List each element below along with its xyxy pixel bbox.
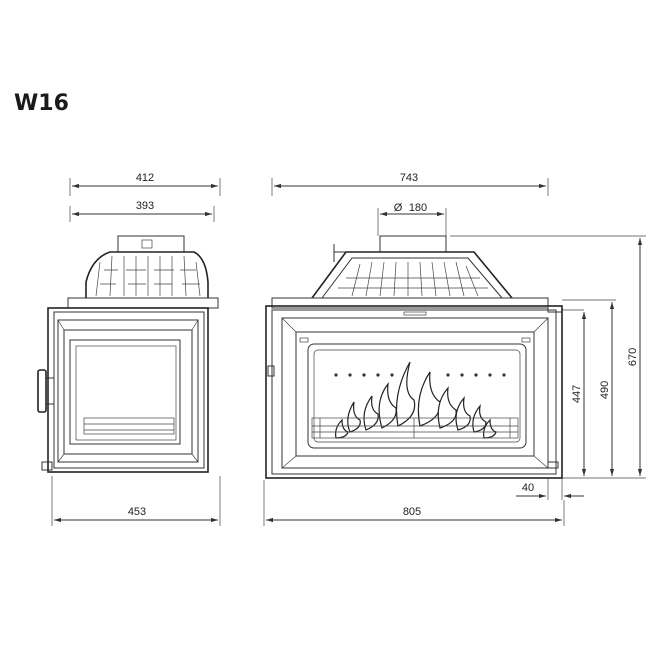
front-dome (311, 251, 513, 299)
side-dome (85, 251, 209, 298)
dim-743-label: 743 (400, 172, 418, 184)
dim-490: 490 (599, 302, 615, 476)
side-top-plate (67, 297, 219, 309)
front-flue-collar (379, 235, 447, 253)
dim-412: 412 (69, 172, 221, 196)
dim-490-label: 490 (599, 381, 611, 399)
front-handle (267, 365, 275, 377)
dim-40: 40 (516, 478, 584, 500)
side-body (47, 307, 209, 473)
dim-670: 670 (627, 238, 643, 476)
front-view: 743 Ø 180 (263, 172, 646, 526)
dim-180-label: 180 (409, 202, 427, 214)
dim-743: 743 (271, 172, 549, 196)
side-dome-ribs (95, 255, 201, 297)
dim-40-label: 40 (522, 482, 534, 494)
dim-flue: Ø 180 (377, 202, 447, 236)
flue-diameter-symbol: Ø (394, 202, 403, 214)
dim-447-label: 447 (571, 385, 583, 403)
front-top-plate (271, 297, 549, 309)
side-glass (69, 339, 181, 445)
side-view: 412 393 (37, 172, 221, 526)
dim-805: 805 (263, 480, 565, 526)
dim-393-label: 393 (136, 200, 154, 212)
dim-453: 453 (51, 476, 221, 526)
front-glass (307, 343, 527, 449)
model-title: W16 (14, 91, 69, 116)
side-handle (37, 369, 47, 413)
front-door-frame (281, 317, 549, 469)
dim-805-label: 805 (403, 506, 421, 518)
dim-393: 393 (69, 200, 215, 222)
side-grate (83, 417, 175, 435)
air-holes (334, 373, 506, 377)
dim-670-label: 670 (627, 348, 639, 366)
flames (335, 361, 497, 439)
front-body (265, 305, 563, 479)
front-dome-ribs (338, 261, 488, 297)
side-flue-collar (117, 235, 185, 253)
dim-453-label: 453 (128, 506, 146, 518)
front-grate (311, 417, 519, 439)
dim-412-label: 412 (136, 172, 154, 184)
side-door-frame (57, 319, 199, 463)
dim-447: 447 (571, 312, 587, 476)
